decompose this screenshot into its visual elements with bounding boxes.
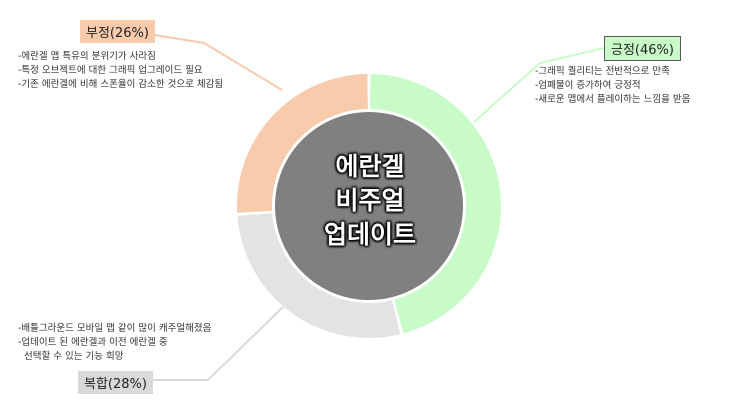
center-title-line-1: 에란겔 <box>335 152 405 181</box>
mixed-note: 선택할 수 있는 기능 희망 <box>18 351 124 362</box>
mixed-category-label: 복합(28%) <box>78 371 153 394</box>
mixed-slice <box>237 213 401 339</box>
negative-note: -기존 에란겔에 비해 스폰율이 감소한 것으로 체감됨 <box>18 79 224 90</box>
positive-note: -새로운 맵에서 플레이하는 느낌을 받음 <box>535 94 691 105</box>
positive-leader-line <box>473 47 605 123</box>
positive-category-label: 긍정(46%) <box>604 36 681 61</box>
mixed-leader-line <box>152 306 284 381</box>
negative-note: -에란겔 맵 특유의 분위기가 사라짐 <box>18 51 156 62</box>
leader-lines <box>141 32 605 381</box>
positive-slice <box>370 74 502 334</box>
center-title-line-3: 업데이트 <box>323 220 416 249</box>
positive-note: -그래픽 퀄리티는 전반적으로 만족 <box>535 66 670 77</box>
donut-ring <box>237 74 502 339</box>
negative-slice <box>237 74 368 213</box>
negative-leader-line <box>141 32 283 91</box>
positive-notes: -그래픽 퀄리티는 전반적으로 만족 -엄폐물이 증가하여 긍정적 -새로운 맵… <box>535 65 690 107</box>
negative-note: -특정 오브젝트에 대한 그래픽 업그레이드 필요 <box>18 65 203 76</box>
chart-center-title: 에란겔 비주얼 업데이트 <box>270 150 470 252</box>
center-title-line-2: 비주얼 <box>335 186 405 215</box>
mixed-note: -배틀그라운드 모바일 맵 같이 많이 캐주얼해졌음 <box>18 323 212 334</box>
negative-notes: -에란겔 맵 특유의 분위기가 사라짐 -특정 오브젝트에 대한 그래픽 업그레… <box>18 50 223 92</box>
mixed-notes: -배틀그라운드 모바일 맵 같이 많이 캐주얼해졌음 -업데이트 된 에란겔과 … <box>18 322 211 364</box>
positive-note: -엄폐물이 증가하여 긍정적 <box>535 80 641 91</box>
donut-center <box>275 112 463 300</box>
mixed-note: -업데이트 된 에란겔과 이전 에란겔 중 <box>18 337 168 348</box>
negative-category-label: 부정(26%) <box>80 20 155 43</box>
